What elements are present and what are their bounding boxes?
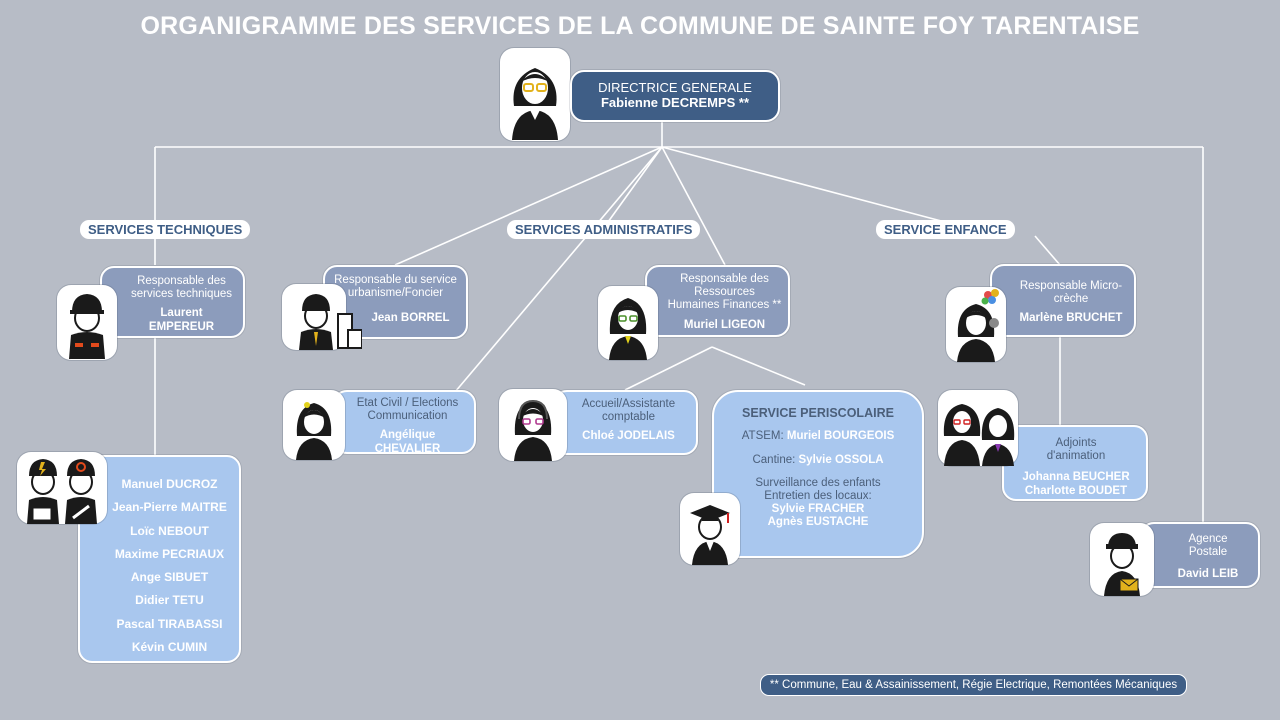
tech-team-member: Pascal TIRABASSI [116,616,223,631]
rh-avatar [598,286,658,360]
surveillance-label: Surveillance des enfants [755,476,881,489]
woman-baby-icon [957,289,999,362]
etat-civil-box: Etat Civil / Elections Communication Ang… [333,390,476,455]
atsem-label: ATSEM: [741,430,784,443]
tech-team-member: Maxime PECRIAUX [114,546,225,561]
director-box: DIRECTRICE GENERALE Fabienne DECREMPS ** [570,70,780,122]
atsem-name: Muriel BOURGEOIS [786,430,895,443]
cantine-row: Cantine: Sylvie OSSOLA [724,454,912,467]
page-title: ORGANIGRAMME DES SERVICES DE LA COMMUNE … [140,12,1140,40]
graduate-icon [690,505,730,565]
urbanisme-name: Jean BORREL [371,312,450,325]
etat-civil-avatar [283,390,345,460]
urbanisme-avatar [282,284,362,350]
woman-glasses-icon [512,68,558,140]
entretien-name-1: Sylvie FRACHER [771,503,865,516]
tech-team-member: Loïc NEBOUT [130,523,209,538]
entretien-row: Surveillance des enfants Entretien des l… [724,477,912,530]
creche-name: Marlène BRUCHET [1019,312,1123,325]
animation-avatar [938,390,1018,466]
poste-avatar [1090,523,1154,596]
periscolaire-box: SERVICE PERISCOLAIRE ATSEM: Muriel BOURG… [712,390,924,558]
postman-icon [1104,533,1140,596]
etat-civil-role: Etat Civil / Elections Communication [356,397,459,423]
creche-avatar [946,287,1006,362]
footnote: ** Commune, Eau & Assainissement, Régie … [760,674,1187,696]
two-women-icon [943,404,1015,466]
poste-box: Agence Postale David LEIB [1140,522,1260,588]
service-enfance-label: SERVICE ENFANCE [876,220,1015,239]
animation-role: Adjoints d'animation [1046,437,1106,463]
poste-role: Agence Postale [1188,533,1228,559]
two-workers-icon [27,459,97,524]
director-avatar [500,48,570,141]
resp-tech-avatar [57,285,117,360]
accueil-avatar [499,389,567,461]
accueil-name: Chloé JODELAIS [582,430,675,443]
rh-box: Responsable des Ressources Humaines Fina… [645,265,790,337]
entretien-name-2: Agnès EUSTACHE [767,516,869,529]
entretien-label: Entretien des locaux: [764,490,872,503]
tech-team-member: Jean-Pierre MAITRE [112,500,227,515]
accueil-role: Accueil/Assistante comptable [581,398,676,424]
periscolaire-avatar [680,493,740,565]
director-role: DIRECTRICE GENERALE [598,80,752,95]
accueil-box: Accueil/Assistante comptable Chloé JODEL… [553,390,698,455]
worker-helmet-icon [69,294,105,359]
urbanisme-role: Responsable du service urbanisme/Foncier [334,274,457,300]
director-name: Fabienne DECREMPS ** [600,94,750,110]
tech-team-member: Kévin CUMIN [131,640,208,655]
headset-woman-icon [514,399,552,461]
service-administratif-label: SERVICES ADMINISTRATIFS [507,220,701,239]
atsem-row: ATSEM: Muriel BOURGEOIS [724,430,912,443]
resp-tech-name: Laurent EMPEREUR [148,307,215,333]
tech-team-member: Ange SIBUET [130,570,209,585]
tech-team-member: Manuel DUCROZ [121,477,218,491]
etat-civil-name: Angélique CHEVALIER [374,429,441,455]
rh-name: Muriel LIGEON [683,318,766,331]
service-technique-label: SERVICES TECHNIQUES [80,220,251,239]
periscolaire-title: SERVICE PERISCOLAIRE [742,406,894,420]
tech-team-avatar [17,452,107,524]
cantine-name: Sylvie OSSOLA [798,453,884,466]
woman-icon [296,402,332,460]
resp-tech-box: Responsable des services techniques Laur… [100,266,245,338]
woman-glasses-icon [609,298,647,360]
architect-building-icon [299,294,362,350]
creche-role: Responsable Micro-crèche [1019,280,1123,306]
poste-name: David LEIB [1177,568,1239,581]
animation-box: Adjoints d'animation Johanna BEUCHER Cha… [1002,425,1148,501]
tech-team-member: Didier TETU [135,593,204,608]
animation-name-2: Charlotte BOUDET [1024,484,1128,497]
rh-role: Responsable des Ressources Humaines Fina… [667,273,782,312]
creche-box: Responsable Micro-crèche Marlène BRUCHET [990,264,1136,337]
resp-tech-role: Responsable des services techniques [131,275,232,301]
animation-name-1: Johanna BEUCHER [1022,471,1130,484]
cantine-label: Cantine: [752,453,796,466]
